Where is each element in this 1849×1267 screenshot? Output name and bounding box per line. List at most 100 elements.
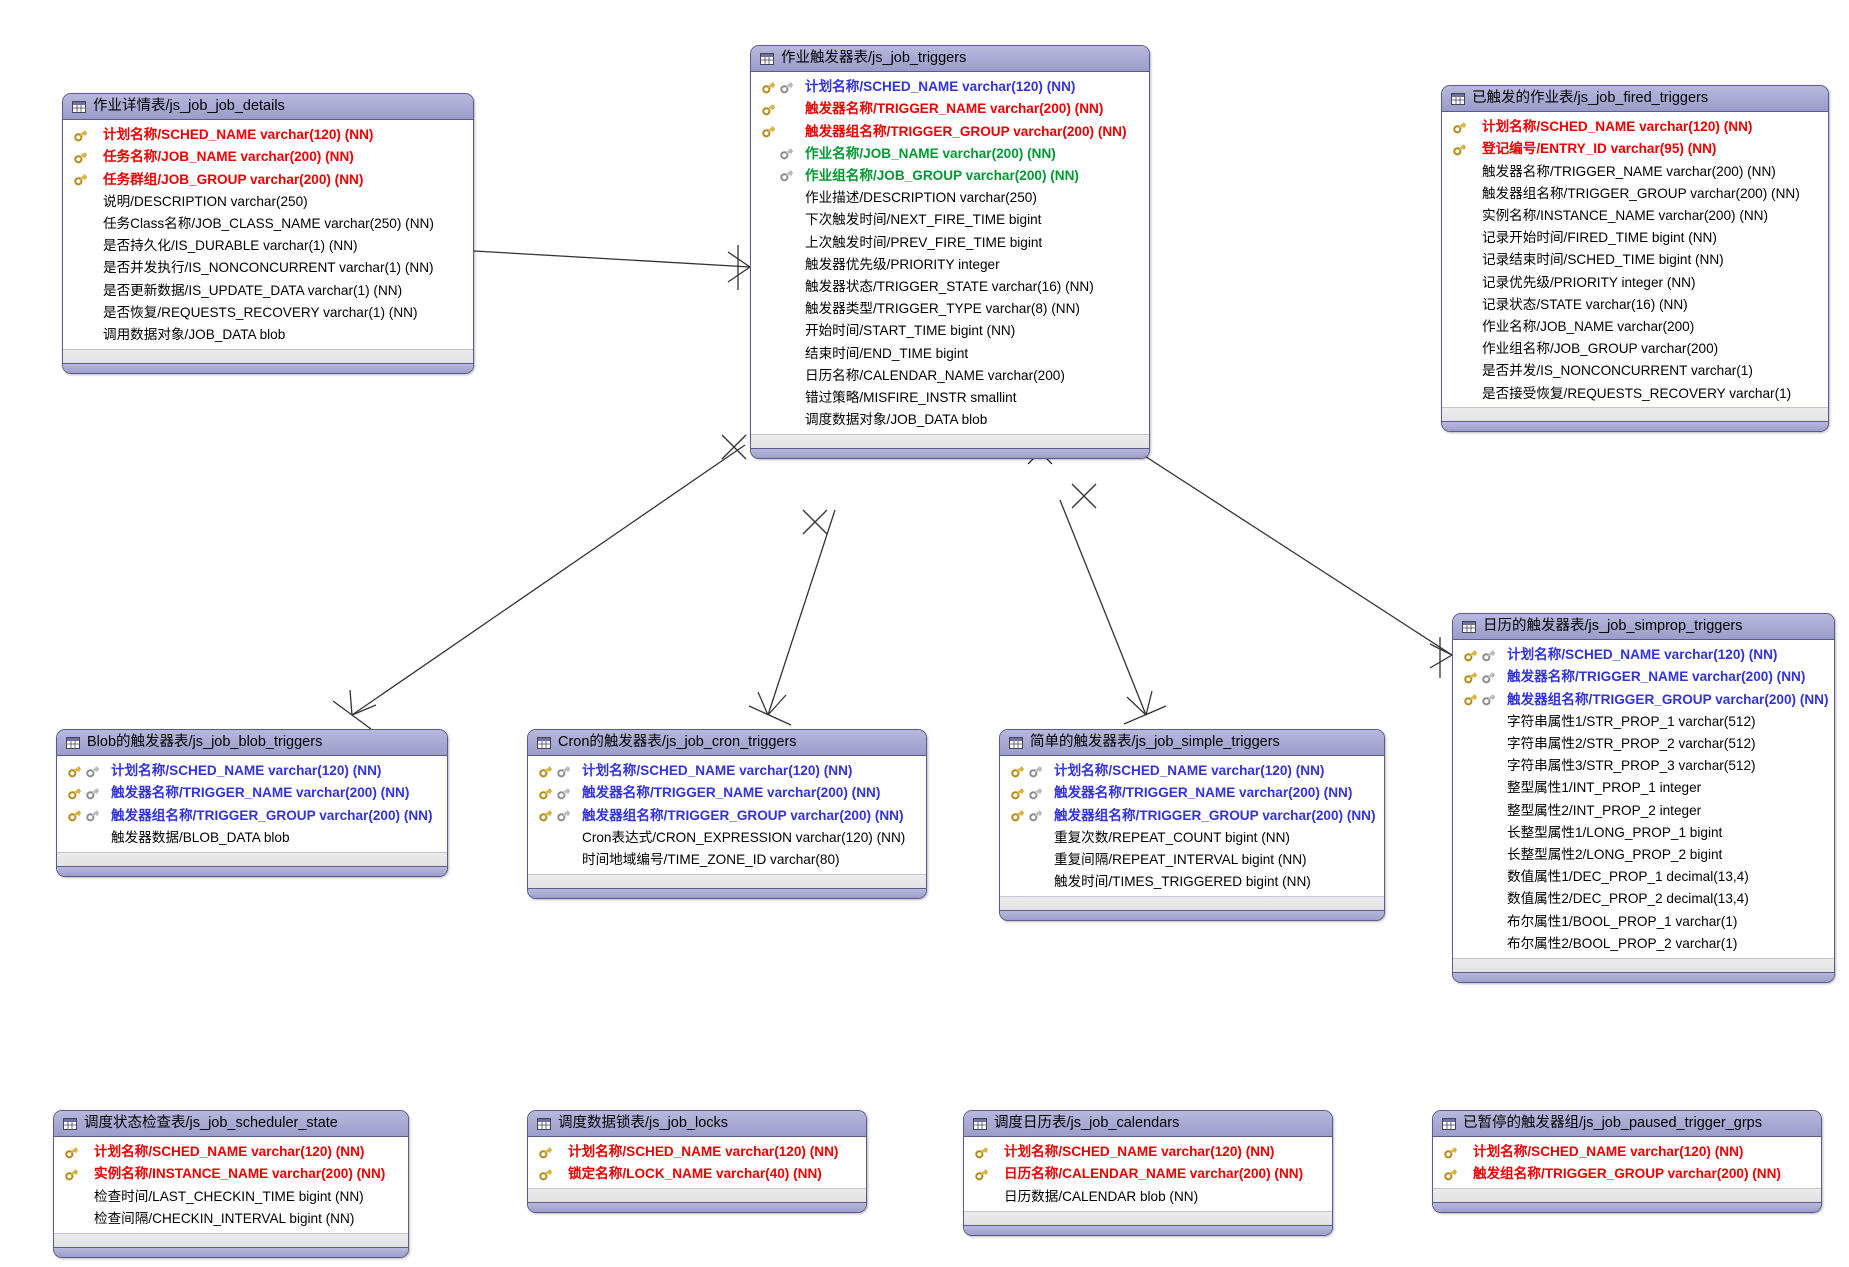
field-row[interactable]: 作业组名称/JOB_GROUP varchar(200) [1442,338,1828,360]
field-row[interactable]: 是否恢复/REQUESTS_RECOVERY varchar(1) (NN) [63,302,473,324]
entity-fired_triggers[interactable]: 已触发的作业表/js_job_fired_triggers 计划名称/SCHED_… [1441,85,1829,433]
field-row[interactable]: 字符串属性1/STR_PROP_1 varchar(512) [1453,711,1834,733]
field-row[interactable]: 数值属性2/DEC_PROP_2 decimal(13,4) [1453,888,1834,910]
field-row[interactable]: 触发器组名称/TRIGGER_GROUP varchar(200) (NN) [1453,688,1834,710]
field-row[interactable]: 是否并发执行/IS_NONCONCURRENT varchar(1) (NN) [63,257,473,279]
field-row[interactable]: 实例名称/INSTANCE_NAME varchar(200) (NN) [54,1163,408,1185]
field-row[interactable]: 是否更新数据/IS_UPDATE_DATA varchar(1) (NN) [63,279,473,301]
entity-job_triggers[interactable]: 作业触发器表/js_job_triggers 计划名称/SCHED_NAME va… [750,45,1150,459]
field-row[interactable]: 计划名称/SCHED_NAME varchar(120) (NN) [63,124,473,146]
field-row[interactable]: 计划名称/SCHED_NAME varchar(120) (NN) [57,760,447,782]
field-row[interactable]: 记录优先级/PRIORITY integer (NN) [1442,271,1828,293]
field-row[interactable]: 布尔属性2/BOOL_PROP_2 varchar(1) [1453,932,1834,954]
entity-header-fired_triggers[interactable]: 已触发的作业表/js_job_fired_triggers [1442,86,1828,112]
field-row[interactable]: 数值属性1/DEC_PROP_1 decimal(13,4) [1453,866,1834,888]
entity-blob_triggers[interactable]: Blob的触发器表/js_job_blob_triggers 计划名称/SCHED… [56,729,448,877]
field-row[interactable]: 触发器名称/TRIGGER_NAME varchar(200) (NN) [57,782,447,804]
field-row[interactable]: 错过策略/MISFIRE_INSTR smallint [751,387,1149,409]
field-row[interactable]: 计划名称/SCHED_NAME varchar(120) (NN) [1000,760,1384,782]
entity-simprop_triggers[interactable]: 日历的触发器表/js_job_simprop_triggers 计划名称/SCHE… [1452,613,1835,983]
entity-cron_triggers[interactable]: Cron的触发器表/js_job_cron_triggers 计划名称/SCHED… [527,729,927,899]
field-row[interactable]: 作业名称/JOB_NAME varchar(200) (NN) [751,143,1149,165]
field-row[interactable]: 开始时间/START_TIME bigint (NN) [751,320,1149,342]
field-row[interactable]: 上次触发时间/PREV_FIRE_TIME bigint [751,231,1149,253]
field-row[interactable]: 日历名称/CALENDAR_NAME varchar(200) [751,364,1149,386]
entity-scheduler_state[interactable]: 调度状态检查表/js_job_scheduler_state 计划名称/SCHED… [53,1110,409,1258]
field-row[interactable]: 整型属性1/INT_PROP_1 integer [1453,777,1834,799]
field-row[interactable]: 触发器名称/TRIGGER_NAME varchar(200) (NN) [1442,160,1828,182]
field-row[interactable]: 重复间隔/REPEAT_INTERVAL bigint (NN) [1000,849,1384,871]
field-row[interactable]: 计划名称/SCHED_NAME varchar(120) (NN) [54,1141,408,1163]
field-row[interactable]: 说明/DESCRIPTION varchar(250) [63,191,473,213]
entity-header-job_triggers[interactable]: 作业触发器表/js_job_triggers [751,46,1149,72]
field-row[interactable]: 日历数据/CALENDAR blob (NN) [964,1185,1332,1207]
field-row[interactable]: 是否并发/IS_NONCONCURRENT varchar(1) [1442,360,1828,382]
entity-header-job_details[interactable]: 作业详情表/js_job_job_details [63,94,473,120]
field-row[interactable]: 触发器组名称/TRIGGER_GROUP varchar(200) (NN) [1000,804,1384,826]
field-row[interactable]: 计划名称/SCHED_NAME varchar(120) (NN) [528,760,926,782]
field-row[interactable]: 触发器组名称/TRIGGER_GROUP varchar(200) (NN) [751,120,1149,142]
field-row[interactable]: 作业名称/JOB_NAME varchar(200) [1442,316,1828,338]
entity-header-locks[interactable]: 调度数据锁表/js_job_locks [528,1111,866,1137]
field-row[interactable]: 作业描述/DESCRIPTION varchar(250) [751,187,1149,209]
entity-header-cron_triggers[interactable]: Cron的触发器表/js_job_cron_triggers [528,730,926,756]
field-row[interactable]: 字符串属性3/STR_PROP_3 varchar(512) [1453,755,1834,777]
field-row[interactable]: 触发器组名称/TRIGGER_GROUP varchar(200) (NN) [57,804,447,826]
entity-header-paused_trigger_grps[interactable]: 已暂停的触发器组/js_job_paused_trigger_grps [1433,1111,1821,1137]
field-row[interactable]: 触发器名称/TRIGGER_NAME varchar(200) (NN) [751,98,1149,120]
field-row[interactable]: 任务群组/JOB_GROUP varchar(200) (NN) [63,168,473,190]
field-row[interactable]: 计划名称/SCHED_NAME varchar(120) (NN) [528,1141,866,1163]
entity-simple_triggers[interactable]: 简单的触发器表/js_job_simple_triggers 计划名称/SCHED… [999,729,1385,922]
field-row[interactable]: 计划名称/SCHED_NAME varchar(120) (NN) [1453,644,1834,666]
field-row[interactable]: 登记编号/ENTRY_ID varchar(95) (NN) [1442,138,1828,160]
field-row[interactable]: 长整型属性1/LONG_PROP_1 bigint [1453,822,1834,844]
field-row[interactable]: 触发器类型/TRIGGER_TYPE varchar(8) (NN) [751,298,1149,320]
field-row[interactable]: 记录开始时间/FIRED_TIME bigint (NN) [1442,227,1828,249]
field-row[interactable]: 检查时间/LAST_CHECKIN_TIME bigint (NN) [54,1185,408,1207]
field-row[interactable]: 检查间隔/CHECKIN_INTERVAL bigint (NN) [54,1208,408,1230]
field-row[interactable]: 下次触发时间/NEXT_FIRE_TIME bigint [751,209,1149,231]
field-row[interactable]: 是否持久化/IS_DURABLE varchar(1) (NN) [63,235,473,257]
field-row[interactable]: 计划名称/SCHED_NAME varchar(120) (NN) [1442,116,1828,138]
field-row[interactable]: Cron表达式/CRON_EXPRESSION varchar(120) (NN… [528,827,926,849]
field-row[interactable]: 计划名称/SCHED_NAME varchar(120) (NN) [1433,1141,1821,1163]
field-row[interactable]: 触发器优先级/PRIORITY integer [751,254,1149,276]
field-row[interactable]: 记录状态/STATE varchar(16) (NN) [1442,294,1828,316]
field-row[interactable]: 计划名称/SCHED_NAME varchar(120) (NN) [964,1141,1332,1163]
entity-calendars[interactable]: 调度日历表/js_job_calendars 计划名称/SCHED_NAME va… [963,1110,1333,1236]
field-row[interactable]: 布尔属性1/BOOL_PROP_1 varchar(1) [1453,910,1834,932]
field-row[interactable]: 任务Class名称/JOB_CLASS_NAME varchar(250) (N… [63,213,473,235]
field-row[interactable]: 触发器状态/TRIGGER_STATE varchar(16) (NN) [751,276,1149,298]
field-row[interactable]: 触发器名称/TRIGGER_NAME varchar(200) (NN) [1453,666,1834,688]
field-row[interactable]: 触发组名称/TRIGGER_GROUP varchar(200) (NN) [1433,1163,1821,1185]
entity-header-simple_triggers[interactable]: 简单的触发器表/js_job_simple_triggers [1000,730,1384,756]
field-row[interactable]: 结束时间/END_TIME bigint [751,342,1149,364]
field-row[interactable]: 日历名称/CALENDAR_NAME varchar(200) (NN) [964,1163,1332,1185]
field-row[interactable]: 触发器组名称/TRIGGER_GROUP varchar(200) (NN) [528,804,926,826]
entity-header-scheduler_state[interactable]: 调度状态检查表/js_job_scheduler_state [54,1111,408,1137]
entity-header-simprop_triggers[interactable]: 日历的触发器表/js_job_simprop_triggers [1453,614,1834,640]
field-row[interactable]: 实例名称/INSTANCE_NAME varchar(200) (NN) [1442,205,1828,227]
field-row[interactable]: 触发时间/TIMES_TRIGGERED bigint (NN) [1000,871,1384,893]
field-row[interactable]: 任务名称/JOB_NAME varchar(200) (NN) [63,146,473,168]
field-row[interactable]: 触发器组名称/TRIGGER_GROUP varchar(200) (NN) [1442,183,1828,205]
field-row[interactable]: 长整型属性2/LONG_PROP_2 bigint [1453,844,1834,866]
field-row[interactable]: 作业组名称/JOB_GROUP varchar(200) (NN) [751,165,1149,187]
field-row[interactable]: 触发器名称/TRIGGER_NAME varchar(200) (NN) [1000,782,1384,804]
field-row[interactable]: 调度数据对象/JOB_DATA blob [751,409,1149,431]
field-row[interactable]: 触发器数据/BLOB_DATA blob [57,827,447,849]
field-row[interactable]: 时间地域编号/TIME_ZONE_ID varchar(80) [528,849,926,871]
field-row[interactable]: 重复次数/REPEAT_COUNT bigint (NN) [1000,827,1384,849]
entity-header-calendars[interactable]: 调度日历表/js_job_calendars [964,1111,1332,1137]
field-row[interactable]: 计划名称/SCHED_NAME varchar(120) (NN) [751,76,1149,98]
field-row[interactable]: 触发器名称/TRIGGER_NAME varchar(200) (NN) [528,782,926,804]
field-row[interactable]: 字符串属性2/STR_PROP_2 varchar(512) [1453,733,1834,755]
entity-paused_trigger_grps[interactable]: 已暂停的触发器组/js_job_paused_trigger_grps 计划名称/… [1432,1110,1822,1214]
entity-header-blob_triggers[interactable]: Blob的触发器表/js_job_blob_triggers [57,730,447,756]
field-row[interactable]: 锁定名称/LOCK_NAME varchar(40) (NN) [528,1163,866,1185]
entity-locks[interactable]: 调度数据锁表/js_job_locks 计划名称/SCHED_NAME varch… [527,1110,867,1214]
field-row[interactable]: 是否接受恢复/REQUESTS_RECOVERY varchar(1) [1442,382,1828,404]
field-row[interactable]: 记录结束时间/SCHED_TIME bigint (NN) [1442,249,1828,271]
field-row[interactable]: 调用数据对象/JOB_DATA blob [63,324,473,346]
field-row[interactable]: 整型属性2/INT_PROP_2 integer [1453,799,1834,821]
